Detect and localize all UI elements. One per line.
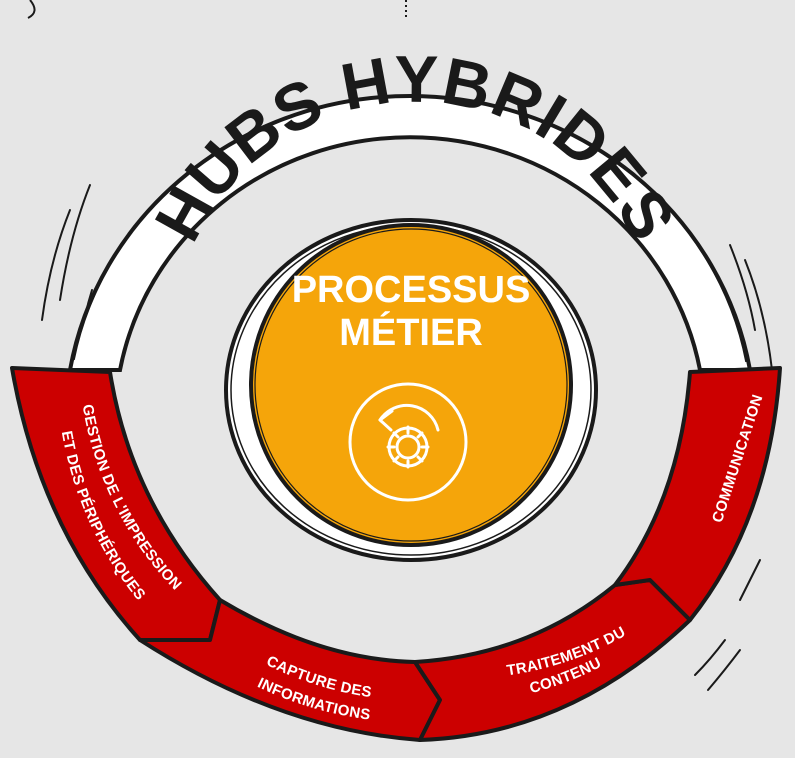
center-title-line2: MÉTIER <box>339 310 483 354</box>
center-circle-sketch <box>254 228 568 542</box>
gear-cycle-icon <box>348 382 468 502</box>
outer-ring-sketch <box>73 95 747 363</box>
motion-strokes <box>41 184 773 691</box>
center-title-line1: PROCESSUS <box>292 269 531 311</box>
corner-scribble <box>27 0 36 19</box>
segment-communication <box>613 366 782 622</box>
